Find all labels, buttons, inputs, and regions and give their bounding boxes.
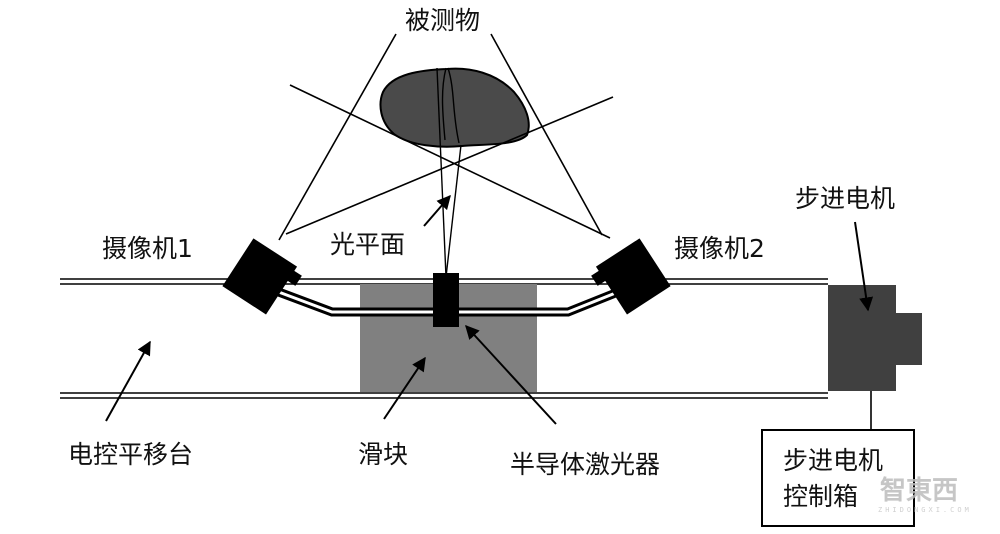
label-slider: 滑块 [358, 440, 408, 469]
label-camera-1: 摄像机1 [102, 234, 193, 263]
watermark-logo: 智東西 ZHIDONGXI.COM [878, 476, 972, 514]
label-controller-line-2: 控制箱 [783, 482, 858, 511]
controller-box [761, 429, 915, 527]
pointer-arrows [105, 194, 874, 425]
stepper-motor [828, 285, 922, 391]
label-stepper-motor: 步进电机 [795, 184, 895, 213]
camera-sight-lines [278, 33, 614, 241]
arrow-light-plane [423, 194, 451, 227]
arrow-stepper-motor [854, 221, 874, 312]
label-controller-line-1: 步进电机 [783, 446, 883, 475]
arrow-laser [465, 324, 557, 425]
laser-stripe-on-object [441, 67, 460, 144]
light-plane [436, 67, 462, 278]
watermark-text: 智東西 [880, 476, 958, 506]
label-laser: 半导体激光器 [510, 450, 660, 479]
camera-1 [222, 238, 302, 315]
label-light-plane: 光平面 [330, 230, 405, 259]
label-translation-stage: 电控平移台 [68, 440, 193, 469]
arrow-slider [383, 356, 426, 420]
label-measured-object: 被测物 [405, 6, 480, 35]
arrow-platform [105, 340, 151, 422]
semiconductor-laser [433, 273, 459, 327]
camera-2 [591, 238, 671, 315]
watermark-sub: ZHIDONGXI.COM [878, 506, 972, 514]
label-camera-2: 摄像机2 [674, 234, 765, 263]
